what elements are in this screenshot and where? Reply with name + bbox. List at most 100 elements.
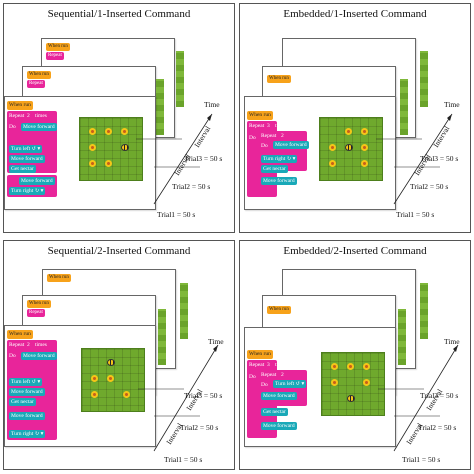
do-label: Do [9,124,16,130]
trial3-label: Trial3 = 50 s [184,154,223,163]
times-label: times [275,362,287,368]
flower-icon [329,144,336,151]
move-forward-block: Move forward [9,388,45,396]
time-axes [136,113,213,205]
trial-card-1: When run Repeat 3 times Do Repeat 2 Do M… [244,96,396,210]
bee-icon [345,144,353,151]
panel-title: Sequential/1-Inserted Command [47,8,191,20]
when-run-block: When run [27,71,51,79]
repeat-label: Repeat [249,362,265,368]
trial1-label: Trial1 = 50 s [396,210,435,219]
repeat-count: 2 [281,133,284,139]
maze-grid [319,117,383,181]
repeat-label: Repeat [249,123,265,129]
trial3-label: Trial3 = 50 s [184,391,223,400]
maze-grid [81,348,145,412]
bee-icon [121,144,129,151]
time-label: Time [208,337,224,346]
do-label: Do [9,353,16,359]
move-forward-block: Move forward [19,177,55,185]
when-run-block: When run [267,306,291,314]
flower-icon [105,128,112,135]
move-forward-block: Move forward [9,412,45,420]
time-label: Time [444,337,460,346]
flower-icon [123,391,130,398]
trial-card-1: When run Repeat 2 times Do Move forward … [4,325,156,447]
time-label: Time [204,100,220,109]
flower-icon [89,160,96,167]
get-nectar-block: Get nectar [9,398,36,406]
bee-icon [107,359,115,366]
grass-strip [398,309,406,365]
trial-card-1: When run Repeat 3 times Do Repeat 2 Do T… [244,327,396,447]
flower-icon [345,128,352,135]
panel-title: Embedded/1-Inserted Command [283,8,427,20]
time-axes [378,344,459,452]
turn-right-block: Turn right ↻ ▾ [9,430,46,438]
time-axes [138,344,219,452]
flower-icon [89,144,96,151]
trial2-label: Trial2 = 50 s [418,423,457,432]
repeat-count: 3 [267,362,270,368]
grass-strip [400,79,408,135]
panel-title: Sequential/2-Inserted Command [47,245,191,257]
grass-strip [156,79,164,135]
bee-icon [347,395,355,402]
repeat-block: Repeat [46,52,64,60]
repeat-count: 3 [267,123,270,129]
move-forward-block: Move forward [261,422,297,430]
trial1-label: Trial1 = 50 s [402,455,441,464]
when-run-block: When run [46,43,70,51]
repeat-count: 2 [27,113,30,119]
repeat-label: Repeat [261,133,277,139]
times-label: times [275,123,287,129]
do-label: Do [249,135,256,141]
grass-strip [180,283,188,339]
turn-left-block: Turn left ↺ ▾ [9,378,43,386]
repeat-count: 2 [281,372,284,378]
repeat-label: Repeat [9,113,25,119]
when-run-block: When run [47,274,71,282]
repeat-label: Repeat [261,372,277,378]
panel-sequential-2: Sequential/2-Inserted Command When run W… [3,240,235,470]
flower-icon [361,144,368,151]
flower-icon [91,391,98,398]
times-label: times [35,342,47,348]
trial3-label: Trial3 = 50 s [420,391,459,400]
maze-grid [79,117,143,181]
trial1-label: Trial1 = 50 s [157,210,196,219]
grass-strip [176,51,184,107]
move-forward-block: Move forward [273,141,309,149]
flower-icon [361,128,368,135]
time-axes [376,113,453,205]
when-run-block: When run [247,350,273,359]
times-label: times [35,113,47,119]
do-label: Do [261,143,268,149]
flower-icon [347,363,354,370]
trial2-label: Trial2 = 50 s [180,423,219,432]
grass-strip [420,51,428,107]
move-forward-block: Move forward [9,155,45,163]
flower-icon [329,160,336,167]
move-forward-block: Move forward [21,352,57,360]
flower-icon [361,160,368,167]
trial2-label: Trial2 = 50 s [172,182,211,191]
move-forward-block: Move forward [21,123,57,131]
turn-right-block: Turn right ↻ ▾ [9,187,46,195]
move-forward-block: Move forward [261,177,297,185]
flower-icon [121,128,128,135]
repeat-block [259,370,307,406]
do-label: Do [249,374,256,380]
flower-icon [363,363,370,370]
flower-icon [331,363,338,370]
repeat-count: 2 [27,342,30,348]
flower-icon [89,128,96,135]
flower-icon [363,379,370,386]
get-nectar-block: Get nectar [9,165,36,173]
flower-icon [107,375,114,382]
repeat-block [259,131,307,171]
do-label: Do [261,382,268,388]
maze-grid [321,352,385,416]
panel-embedded-2: Embedded/2-Inserted Command When run Whe… [239,240,471,470]
move-forward-block: Move forward [261,392,297,400]
